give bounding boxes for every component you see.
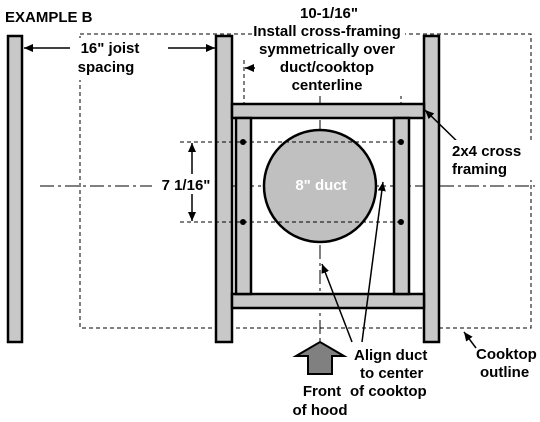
- align-leader-right: [361, 181, 386, 343]
- vertical-dimension-label: 7 1/16": [162, 177, 211, 194]
- joist-spacing-label-1: 16" joist: [81, 40, 140, 57]
- joist-right: [422, 34, 441, 344]
- install-note-line-3: duct/cooktop: [280, 59, 374, 76]
- cooktop-label-2: outline: [480, 364, 529, 381]
- duct-label-bg: [292, 174, 350, 196]
- front-label-1: Front: [303, 383, 341, 400]
- joist-middle: [214, 34, 234, 344]
- joist-spacing-label-bg: [70, 38, 168, 80]
- align-leader-center: [321, 263, 353, 343]
- span-label-bg: [252, 4, 400, 22]
- front-of-hood-arrow-icon: [292, 340, 348, 375]
- joist-left: [6, 34, 24, 344]
- install-note-line-1: Install cross-framing: [253, 23, 401, 40]
- front-label-2: of hood: [293, 402, 348, 419]
- span-dimension-label: 10-1/16": [300, 5, 358, 22]
- install-note-bg: [255, 24, 405, 96]
- vertical-dimension-label-bg: [152, 174, 212, 194]
- align-label-2: to center: [360, 365, 424, 382]
- cross-framing-left-post: [234, 116, 253, 296]
- duct-label: 8" duct: [295, 177, 346, 194]
- cross-framing-label-2: framing: [452, 161, 507, 178]
- cross-framing-top: [230, 102, 426, 120]
- install-note-line-4: centerline: [292, 77, 363, 94]
- cooktop-label-1: Cooktop: [476, 346, 537, 363]
- install-note-line-2: symmetrically over: [259, 41, 395, 58]
- cooktop-leader: [463, 331, 477, 349]
- align-label-3: of cooktop: [350, 383, 427, 400]
- cross-framing-right-post: [392, 116, 411, 296]
- example-title: EXAMPLE B: [5, 9, 93, 26]
- joist-spacing-label-2: spacing: [78, 59, 135, 76]
- cross-framing-bottom: [230, 292, 426, 310]
- cross-framing-label-1: 2x4 cross: [452, 143, 521, 160]
- cross-framing-label-bg: [450, 140, 536, 180]
- align-label-1: Align duct: [354, 347, 427, 364]
